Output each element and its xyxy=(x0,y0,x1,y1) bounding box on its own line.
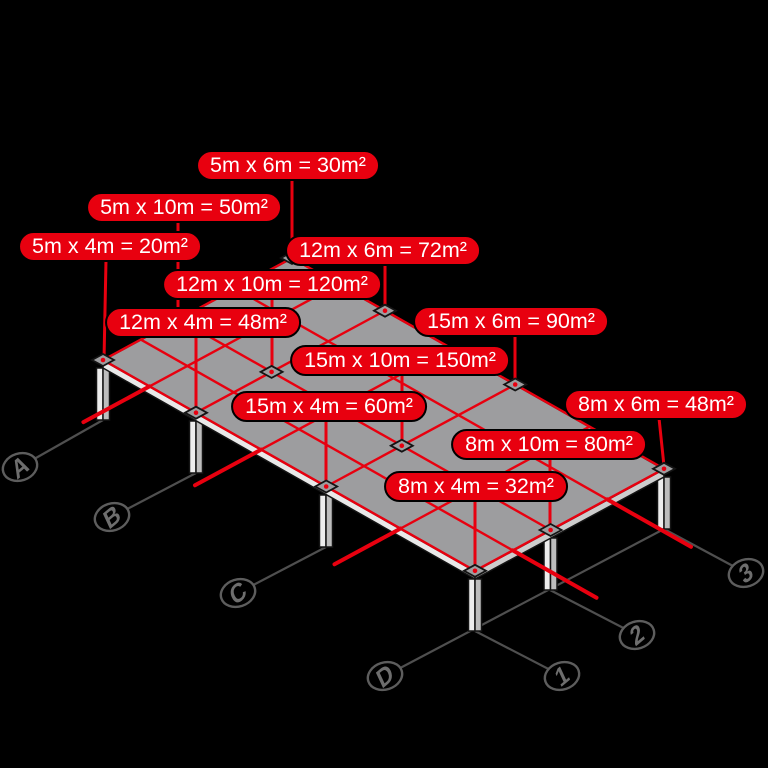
area-label-5x4: 5m x 4m = 20m² xyxy=(18,231,202,262)
column xyxy=(467,578,483,632)
area-label-8x10: 8m x 10m = 80m² xyxy=(451,429,647,460)
column-marker xyxy=(502,377,529,392)
leader-line xyxy=(657,417,666,467)
grid-bubble-C: C xyxy=(219,576,257,612)
grid-bubble-A: A xyxy=(1,450,39,486)
area-label-8x6: 8m x 6m = 48m² xyxy=(564,389,748,420)
grid-bubble-2: 2 xyxy=(618,619,656,652)
area-label-15x4: 15m x 4m = 60m² xyxy=(231,391,427,422)
tributary-overshoot xyxy=(81,384,152,425)
column xyxy=(543,537,558,591)
column-marker xyxy=(388,438,415,453)
tributary-overshoot xyxy=(193,447,264,488)
area-label-12x6: 12m x 6m = 72m² xyxy=(285,235,481,266)
grid-bubble-D: D xyxy=(366,659,404,695)
column xyxy=(318,494,334,548)
column-line xyxy=(102,358,476,572)
area-label-15x6: 15m x 6m = 90m² xyxy=(413,306,609,337)
column xyxy=(656,476,672,530)
column-marker xyxy=(651,461,677,476)
column-marker xyxy=(462,563,488,578)
area-label-12x10: 12m x 10m = 120m² xyxy=(162,269,382,300)
area-label-8x4: 8m x 4m = 32m² xyxy=(384,471,568,502)
tributary-line-overshoots xyxy=(81,384,693,600)
column-marker xyxy=(258,364,285,379)
tributary-overshoot xyxy=(510,548,599,600)
column-line xyxy=(325,383,516,488)
column-marker xyxy=(537,522,564,538)
grid-bubble-3: 3 xyxy=(727,557,765,590)
ground-grid-lines xyxy=(19,419,747,677)
columns xyxy=(95,367,672,632)
column xyxy=(188,420,204,474)
column-line xyxy=(474,467,665,572)
column-marker xyxy=(372,303,398,318)
area-label-15x10: 15m x 10m = 150m² xyxy=(290,345,510,376)
area-label-5x6: 5m x 6m = 30m² xyxy=(196,150,380,181)
column-marker xyxy=(90,352,116,368)
leader-line xyxy=(102,259,108,361)
area-label-5x10: 5m x 10m = 50m² xyxy=(86,192,282,223)
grid-bubble-1: 1 xyxy=(543,660,581,693)
column-marker xyxy=(313,479,340,494)
tributary-overshoot xyxy=(605,497,693,549)
tributary-overshoot xyxy=(332,526,403,567)
ground-line-D xyxy=(384,528,665,677)
area-label-12x4: 12m x 4m = 48m² xyxy=(105,307,301,338)
grid-bubble-B: B xyxy=(93,500,131,536)
column-marker xyxy=(183,405,209,420)
